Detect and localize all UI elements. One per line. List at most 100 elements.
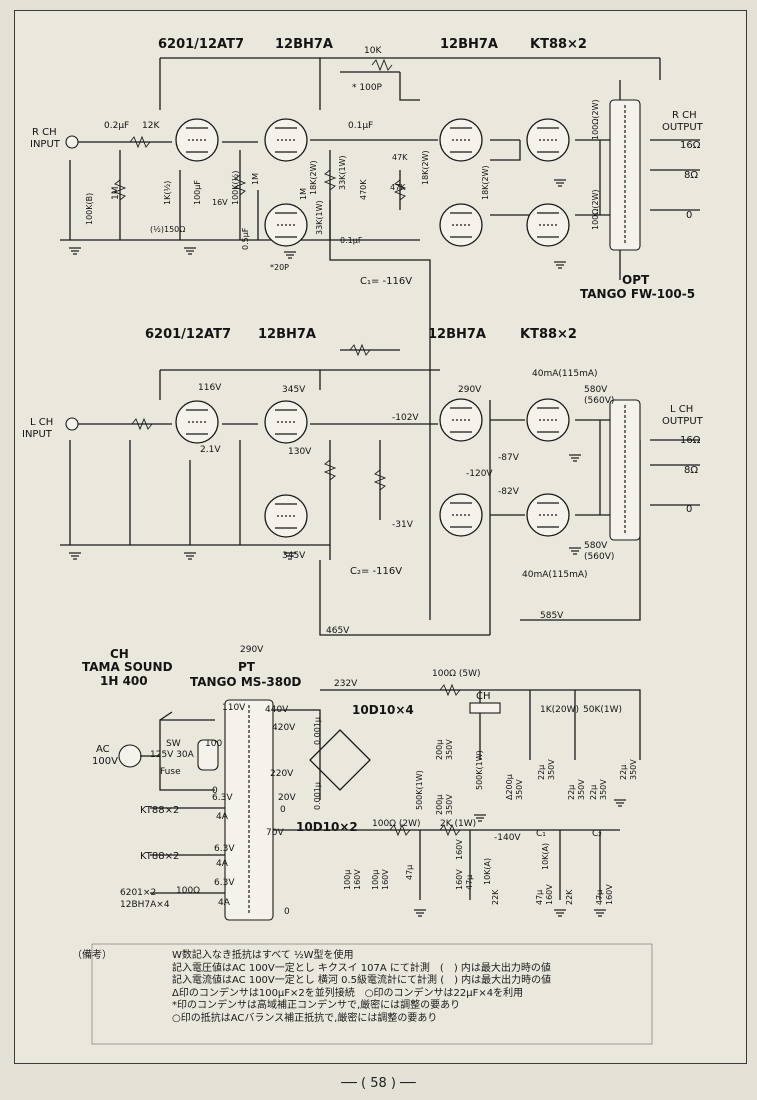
l-v-11: 40mA(115mA) xyxy=(532,369,598,379)
r-tube2-title: 12BH7A xyxy=(275,37,333,52)
note-line: ○印の抵抗はACバランス補正抵抗で,厳密には調整の要あり xyxy=(172,1012,438,1024)
heater-3-a: 4A xyxy=(218,898,231,908)
l-input-jack xyxy=(65,417,79,431)
bias-1: 2K (1W) xyxy=(440,819,476,829)
l-v-19: 290V xyxy=(240,645,264,655)
filter-18: 22μ xyxy=(589,785,598,800)
pt-label-2: TANGO MS-380D xyxy=(190,675,301,689)
r-val-14: 33K(1W) xyxy=(315,200,324,235)
fuse-label: Fuse xyxy=(160,767,181,777)
ac-label-2: 100V xyxy=(92,756,118,767)
r-val-7: (½)150Ω xyxy=(150,225,185,234)
filter-16: 22μ xyxy=(567,785,576,800)
l-tap-8: 8Ω xyxy=(684,465,698,476)
pri-100: 100 xyxy=(205,739,222,749)
r-val-9: 1M xyxy=(251,173,260,185)
bridge-rectifier xyxy=(309,729,371,791)
ch-label-3: 1H 400 xyxy=(100,674,148,688)
heater-wires xyxy=(150,807,225,894)
r-val-1: 12K xyxy=(142,121,160,131)
filter-14: 22μ xyxy=(537,765,546,780)
bias-12: 160V xyxy=(381,869,390,890)
bias-15: 47μ xyxy=(465,875,474,890)
l-channel: 6201/12AT7 12BH7A 12BH7A KT88×2 L CH INP… xyxy=(22,327,704,689)
r-b-plus-rail xyxy=(159,57,661,110)
opt-label-2: TANGO FW-100-5 xyxy=(580,287,695,301)
bias-4: C₂ xyxy=(592,829,602,839)
bias-20: 160V xyxy=(605,884,614,905)
r-bias-bus xyxy=(329,200,431,620)
r-val-22: 18K(2W) xyxy=(481,165,490,200)
filter-9: 500K(1W) xyxy=(475,750,484,790)
l-b-plus-rail xyxy=(159,349,440,400)
l-v-3: 130V xyxy=(288,447,312,457)
c1-label: C₁= -116V xyxy=(360,276,412,287)
bias-2: -140V xyxy=(494,833,521,843)
l-v-6: -31V xyxy=(392,520,414,530)
bias-3: C₁ xyxy=(536,829,546,839)
heater-3-label: 6201×2 xyxy=(120,888,156,898)
bias-8: 22K xyxy=(565,889,574,905)
opt-label-1: OPT xyxy=(622,273,650,287)
choke-symbol xyxy=(469,702,501,714)
notes-frame xyxy=(91,943,653,1045)
ch-label-1: CH xyxy=(110,647,129,661)
l-v-7: 290V xyxy=(458,385,482,395)
r-signal-wires xyxy=(78,139,520,143)
r-resistor-33k xyxy=(323,169,337,191)
heater-2-label: KT88×2 xyxy=(140,851,179,862)
filter-21: 350V xyxy=(629,759,638,780)
r-resistor-1m xyxy=(113,179,127,201)
bias-13: 47μ xyxy=(405,865,414,880)
r-val-25: 16Ω xyxy=(680,140,701,151)
pt-label-1: PT xyxy=(238,660,256,674)
l-tap-0: 0 xyxy=(686,504,692,515)
sec-0b: 0 xyxy=(284,907,290,917)
l-v-17: 465V xyxy=(326,626,350,636)
r-input-jack xyxy=(65,135,79,149)
sw-label-1: SW xyxy=(166,739,181,749)
bias-9: 100μ xyxy=(343,870,352,890)
r-resistor-12k xyxy=(129,135,151,149)
l-v-13: (560V) xyxy=(584,396,614,406)
b-plus-supply xyxy=(273,689,641,800)
ac-label-1: AC xyxy=(96,744,110,755)
r-val-12: *20P xyxy=(270,263,289,272)
filter-20: 22μ xyxy=(619,765,628,780)
ac-inlet-symbol xyxy=(118,744,142,768)
notes-header: （備考） xyxy=(72,950,112,961)
filter-4: 500K(1W) xyxy=(415,770,424,810)
heater-1-v: 6.3V xyxy=(212,793,233,803)
l-v-2: 345V xyxy=(282,385,306,395)
r-tube4-title: KT88×2 xyxy=(530,37,587,52)
sw-label-2: 125V 30A xyxy=(150,750,195,760)
r-val-4: 1K(½) xyxy=(163,181,172,205)
filter-7: 200μ xyxy=(435,795,444,815)
r-val-18: 47K xyxy=(392,153,408,162)
heater-3-label-2: 12BH7A×4 xyxy=(120,900,170,910)
sec-220: 220V xyxy=(270,769,294,779)
r-output-stage-wires xyxy=(490,80,621,280)
r-output-label-2: OUTPUT xyxy=(662,122,704,133)
rectifier2-label: 10D10×2 xyxy=(296,820,358,834)
bias-0: 100Ω (2W) xyxy=(372,819,421,829)
l-tap-16: 16Ω xyxy=(680,435,701,446)
note-line: *印のコンデンサは高域補正コンデンサで,厳密には調整の要あり xyxy=(172,1000,461,1012)
r-val-15: 33K(1W) xyxy=(338,155,347,190)
ac-mains-wiring xyxy=(140,711,215,791)
l-v-10: -82V xyxy=(498,487,520,497)
r-feedback-wire xyxy=(340,71,420,101)
l-resistor-load xyxy=(323,459,337,481)
filter-8: 350V xyxy=(445,794,454,815)
l-v-12: 580V xyxy=(584,385,608,395)
l-v-14: 580V xyxy=(584,541,608,551)
r-val-5: 100μF xyxy=(193,180,202,205)
r-resistor-100k xyxy=(233,174,247,196)
r-val-11: 0.5μF xyxy=(241,227,250,250)
bias-supply xyxy=(273,829,620,900)
resistor-2k-1w xyxy=(439,823,461,837)
r-output-taps xyxy=(650,139,700,211)
l-tube2-title: 12BH7A xyxy=(258,327,316,342)
l-v-20: 232V xyxy=(334,679,358,689)
l-v-1: 2.1V xyxy=(200,445,221,455)
